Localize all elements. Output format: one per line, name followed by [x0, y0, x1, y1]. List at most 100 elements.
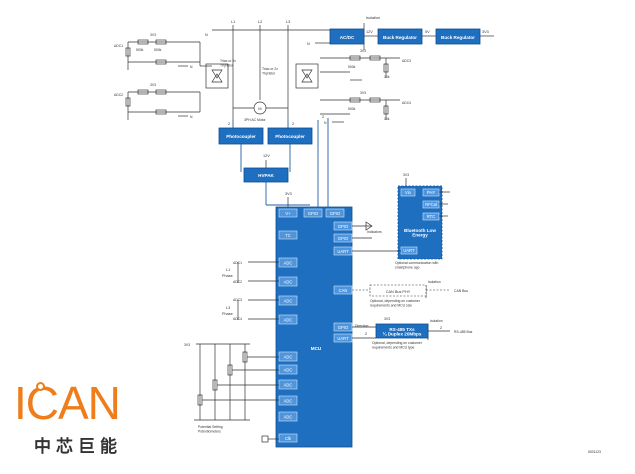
- mcu-pin-adc: [278, 295, 298, 306]
- v3v3-top-label: 3V3: [482, 30, 489, 34]
- buck-regulator-1: [377, 28, 423, 45]
- v3v3-adc4: 3V3: [360, 91, 366, 95]
- mcu-pin-adc: [278, 379, 298, 390]
- acdc-block: [329, 28, 365, 45]
- mcu-pin-uart-2-label: UART: [337, 336, 349, 341]
- mcu-pin-adc-label: ADC: [284, 318, 293, 323]
- logo-chinese-text: 中芯巨能: [34, 437, 122, 457]
- mcu-pin-adc-label: ADC: [284, 415, 293, 420]
- ble-pin-rfcal: [422, 200, 440, 209]
- mcu-pin-tc-label: TC: [285, 233, 291, 238]
- n-label-adc1: N: [190, 65, 193, 69]
- isolation-can-label: Isolation: [428, 280, 441, 284]
- ble-v-label: 3V3: [403, 173, 409, 177]
- mcu-pin-can-label: CAN: [339, 288, 348, 293]
- phase-l3-label: L3: [226, 306, 230, 310]
- v12-opto-label: 12V: [263, 154, 270, 158]
- v3v3-adc2: 3V3: [150, 83, 156, 87]
- hvpak-label: HVPAK: [258, 173, 274, 178]
- r500k-label-a: 500k: [136, 48, 144, 52]
- v3v3-adc1: 3V3: [150, 33, 156, 37]
- isolation-label: Isolation: [366, 16, 380, 20]
- adc4-in-label: ADC4: [233, 317, 242, 321]
- phase-l3-sub: Phase: [222, 312, 233, 316]
- r500k-label-b: 500k: [154, 48, 162, 52]
- v3v3-adc3: 3V3: [360, 49, 366, 53]
- ble-pin-vin: [400, 188, 416, 197]
- mcu-pin-gpio-5-label: GPIO: [338, 325, 349, 330]
- mcu-pin-adc: [278, 411, 298, 422]
- logo-wordmark: ICAN: [14, 377, 121, 429]
- indicators-label: Indicators: [367, 230, 382, 234]
- mcu-pin-adc: [278, 257, 298, 268]
- mcu-pin-adc-label: ADC: [284, 355, 293, 360]
- ble-pin-uart-label: UART: [403, 248, 415, 253]
- can-phy-block: [369, 284, 427, 297]
- mcu-pin-adc: [278, 364, 298, 375]
- mcu-pin-adc-label: ADC: [284, 399, 293, 404]
- n-label-acdc: N: [307, 42, 310, 46]
- motor-label: 3PH AC Motor: [244, 118, 267, 122]
- mcu-pin-adc: [278, 395, 298, 406]
- adc3-in-label: ADC3: [233, 298, 242, 302]
- rs485-bus-label: RS-485 Bus: [454, 330, 473, 334]
- ican-logo: ICAN 中芯巨能: [14, 380, 149, 460]
- mcu-pin-clk-label: Clk: [285, 436, 292, 441]
- r10k-label-b: 10k: [384, 117, 390, 121]
- isolation-rs-label: Isolation: [430, 319, 443, 323]
- n-label-adc4: N: [324, 121, 327, 125]
- num-2-e: 2: [440, 326, 442, 330]
- n-label-top: N: [205, 33, 208, 37]
- mcu-pin-vplus: [278, 208, 298, 218]
- r500k-label-c: 500k: [348, 65, 356, 69]
- mcu-pin-adc-label: ADC: [284, 261, 293, 266]
- mcu-pin-adc: [278, 351, 298, 362]
- mcu-pin-gpio-2: [325, 208, 345, 218]
- mcu-pin-clk: [278, 433, 298, 443]
- mcu-pin-gpio-1: [303, 208, 323, 218]
- mcu-pin-uart-1-label: UART: [337, 249, 349, 254]
- mcu-pin-adc-label: ADC: [284, 368, 293, 373]
- buck-regulator-2: [435, 28, 481, 45]
- l1-top-label: L1: [231, 20, 235, 24]
- adc1-label: ADC1: [114, 44, 123, 48]
- ble-pin-phy: [422, 188, 440, 197]
- can-bus-label: CAN Bus: [454, 289, 468, 293]
- num-2-b: 2: [292, 122, 294, 126]
- mcu-pin-vplus-label: V+: [285, 211, 291, 216]
- l3-top-label: L3: [286, 20, 290, 24]
- v3v3-pot-label: 3V3: [184, 343, 190, 347]
- v12-label: 12V: [366, 30, 373, 34]
- adc2-in-label: ADC2: [233, 280, 242, 284]
- direction-label: Direction: [355, 324, 368, 328]
- ble-pin-phy-label: PHY: [427, 190, 436, 195]
- mcu-pin-tc: [278, 230, 298, 240]
- adc3-label: ADC3: [402, 59, 411, 63]
- mcu-pin-adc: [278, 276, 298, 287]
- r10k-label-a: 10k: [384, 75, 390, 79]
- ble-pin-vin-label: Vin: [405, 190, 412, 195]
- can-phy-label: CAN Bus PHY: [386, 290, 411, 294]
- mcu-pin-gpio-4-label: GPIO: [338, 236, 349, 241]
- mcu-pin-adc-label: ADC: [284, 383, 293, 388]
- num-2-d: 2: [365, 332, 367, 336]
- l2-top-label: L2: [258, 20, 262, 24]
- num-2-a: 2: [228, 122, 230, 126]
- ble-pin-rtc-label: RTC: [427, 214, 436, 219]
- v3v3-mcu-label: 3V3: [285, 192, 292, 196]
- figure-code: 5001123: [588, 450, 601, 454]
- mcu-pin-adc-label: ADC: [284, 299, 293, 304]
- ble-pin-rfcal-label: RFCal: [425, 202, 437, 207]
- adc2-label: ADC2: [114, 93, 123, 97]
- phase-l1-label: L1: [226, 268, 230, 272]
- mcu-pin-adc: [278, 314, 298, 325]
- motor-symbol: M: [258, 107, 261, 111]
- buck-regulator-2-label: Buck Regulator: [441, 35, 475, 40]
- mcu-pin-gpio-1-label: GPIO: [308, 211, 319, 216]
